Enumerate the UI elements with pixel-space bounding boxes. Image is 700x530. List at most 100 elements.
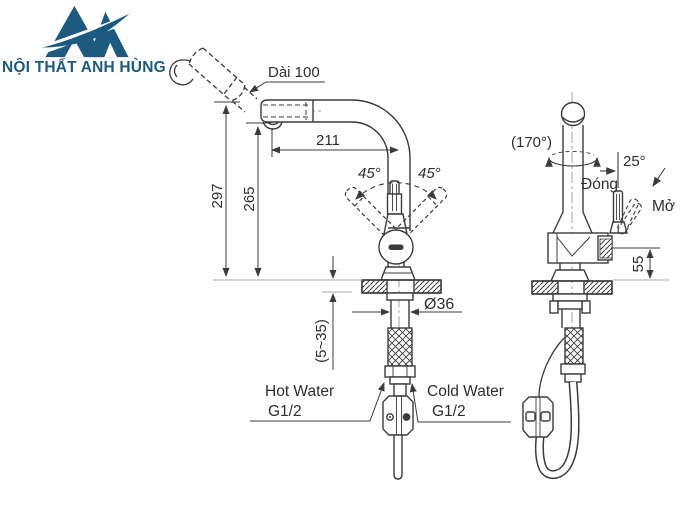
spout-nose-ball xyxy=(560,101,586,127)
spout-nose xyxy=(260,99,313,123)
base-flange-side xyxy=(549,269,591,282)
label-shank-diameter: Ø36 xyxy=(424,296,454,313)
handle-stick xyxy=(612,190,624,224)
hose-stub xyxy=(393,383,407,397)
logo-swoosh xyxy=(42,13,130,48)
open-angle-dim xyxy=(600,152,666,188)
spout-side xyxy=(552,101,593,234)
braided-hose-side xyxy=(564,327,584,365)
brand-logo-icon xyxy=(42,5,130,58)
body-internal xyxy=(556,233,591,263)
body-to-flange xyxy=(559,263,581,270)
spray-tip-inner xyxy=(173,64,178,78)
spout-inner xyxy=(313,121,389,231)
label-swing-left: 45° xyxy=(358,165,381,182)
hose-nut-side xyxy=(560,363,586,375)
swivel-arc-back xyxy=(551,150,595,156)
washer xyxy=(552,293,588,302)
cold-leader xyxy=(409,383,511,423)
open-handle-2 xyxy=(617,202,642,235)
handle-stem xyxy=(386,193,403,215)
column xyxy=(562,125,584,212)
front-view xyxy=(169,47,448,480)
swivel-arc xyxy=(545,150,601,167)
swivel-arc-front xyxy=(545,156,601,167)
weight-hole-right xyxy=(540,411,551,422)
deck-hatch-right xyxy=(413,279,442,294)
handle-side-open-dashed xyxy=(616,198,642,235)
deck-hatch-left xyxy=(531,280,559,295)
deck-hatch-right xyxy=(583,280,613,295)
seated-head-dashed xyxy=(263,102,309,120)
hose-nut-facets xyxy=(392,366,408,377)
label-body-height: 55 xyxy=(630,256,647,273)
head-endcap xyxy=(230,84,246,102)
weight-screw-right xyxy=(402,413,411,421)
swing-handle-joint xyxy=(354,196,365,207)
hose-nut-side-lower xyxy=(564,373,582,383)
under-washer xyxy=(386,292,414,301)
body-badge xyxy=(388,244,404,250)
handle-side-closed xyxy=(609,190,628,234)
aerator xyxy=(262,121,283,130)
swing-arc xyxy=(355,182,437,200)
label-swivel-angle: (170°) xyxy=(511,134,552,151)
lower-hose xyxy=(393,435,403,480)
mount-nut xyxy=(557,300,583,310)
leader-line xyxy=(250,382,385,422)
dim-211 xyxy=(271,128,399,157)
dim-deck xyxy=(213,256,362,370)
weight-seam xyxy=(396,396,402,435)
label-swing-right: 45° xyxy=(418,165,441,182)
logo-triangle-right xyxy=(88,11,129,58)
seated-head-lines xyxy=(263,102,309,120)
pullout-hose-upper xyxy=(538,337,565,398)
weight-seam-side xyxy=(535,397,541,437)
faucet-body-side xyxy=(547,232,613,282)
deck-hatch-left xyxy=(361,279,388,294)
hose-weight-side xyxy=(522,396,554,438)
hose-nut xyxy=(384,365,416,378)
mount-ear-right xyxy=(581,300,591,314)
swing-handle-joint xyxy=(427,196,438,207)
hose-nut-lower xyxy=(389,376,411,385)
faucet-body-front xyxy=(378,227,417,281)
head-connector xyxy=(231,86,258,113)
weight-screw-left-dot xyxy=(389,416,391,418)
hose-weight xyxy=(382,395,414,436)
dim-265 xyxy=(246,122,271,277)
label-hot-thread: G1/2 xyxy=(268,403,302,420)
swing-arc-path xyxy=(355,182,437,200)
logo-triangle-left-cut xyxy=(64,39,85,58)
mount-ear-left xyxy=(549,300,559,314)
base-flange xyxy=(379,266,417,281)
braided-hose xyxy=(387,327,413,367)
label-spout-length: Dài 100 xyxy=(268,64,320,81)
pullout-head-extended xyxy=(188,47,258,113)
body-neck xyxy=(387,262,405,267)
spout-nose-seam xyxy=(561,116,585,123)
column-taper xyxy=(552,211,593,234)
label-height-spout: 265 xyxy=(241,186,258,211)
head-endcap xyxy=(188,47,204,65)
label-open: Mở xyxy=(652,198,675,215)
dim-297 xyxy=(214,101,240,277)
loop-fill xyxy=(536,381,579,478)
brand-name: NỘI THẤT ANH HÙNG xyxy=(2,59,166,76)
countertop-side xyxy=(531,280,613,295)
logo-triangle-right-cut xyxy=(104,42,117,58)
label-cold-water: Cold Water xyxy=(427,383,504,400)
valve-hatch xyxy=(599,238,613,259)
angle-arrow-right xyxy=(652,167,666,187)
open-handle-1 xyxy=(616,198,639,235)
head-edge xyxy=(188,63,232,102)
label-open-angle: 25° xyxy=(623,153,646,170)
spray-tip xyxy=(169,59,194,86)
leader-line xyxy=(409,383,511,423)
shank xyxy=(390,300,410,328)
supply-front xyxy=(382,300,416,480)
hose-loop xyxy=(522,337,580,480)
spray-tip-outline xyxy=(169,59,194,86)
spout-length-leader xyxy=(249,81,325,93)
